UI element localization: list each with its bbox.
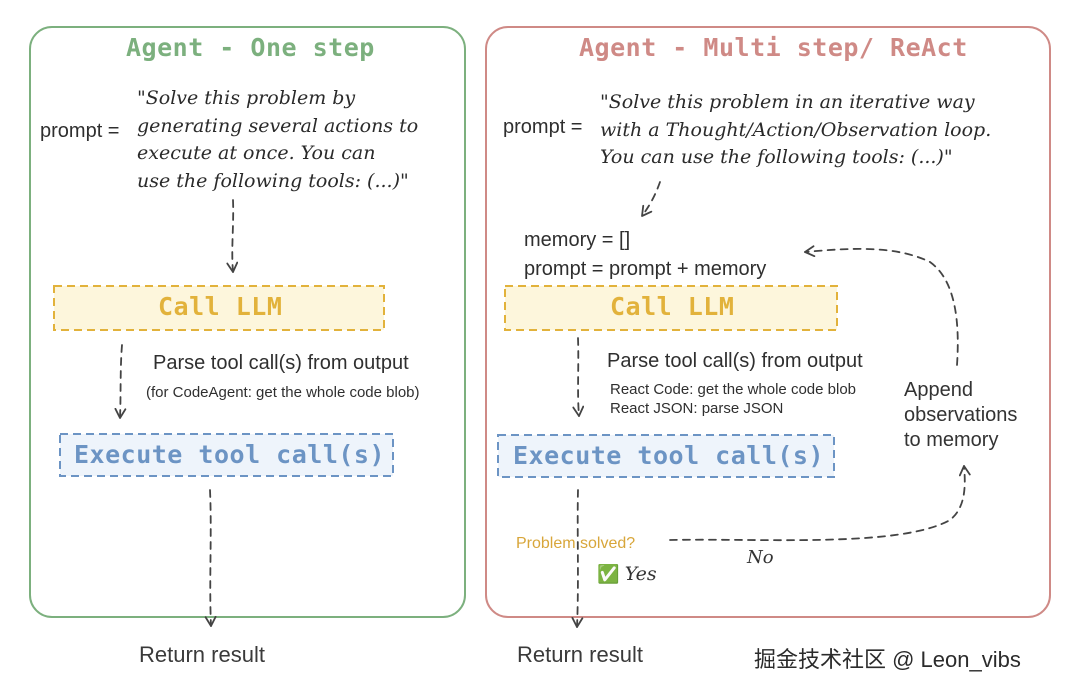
right-parse-label: Parse tool call(s) from output [607, 350, 863, 372]
right-return-result: Return result [517, 642, 643, 667]
left-execute-box [59, 433, 394, 477]
left-panel [29, 26, 466, 618]
check-icon: ✅ [597, 564, 620, 584]
left-parse-label: Parse tool call(s) from output [153, 352, 409, 374]
left-return-result: Return result [139, 642, 265, 667]
no-label: No [747, 547, 774, 568]
right-prompt-label: prompt = [503, 116, 583, 138]
left-panel-title: Agent - One step [126, 33, 375, 62]
right-arrow-llm-to-execute [572, 337, 585, 417]
append-observations-label: Append observations to memory [904, 379, 1018, 451]
left-call-llm-label: Call LLM [158, 292, 283, 321]
left-parse-note: (for CodeAgent: get the whole code blob) [146, 384, 420, 401]
right-prompt-text: "Solve this problem in an iterative way … [600, 91, 992, 168]
right-execute-box [497, 434, 835, 478]
yes-label: Yes [624, 563, 657, 585]
right-call-llm-box [504, 285, 838, 331]
memory-init: memory = [] [524, 229, 631, 251]
left-arrow-execute-to-result [204, 489, 217, 627]
yes-row: ✅ Yes [597, 563, 657, 586]
right-panel-title: Agent - Multi step/ ReAct [579, 33, 968, 62]
react-code-note: React Code: get the whole code blob [610, 381, 856, 398]
left-arrow-prompt-to-llm [226, 199, 239, 273]
right-arrow-prompt-to-memory [641, 181, 661, 217]
watermark: 掘金技术社区 @ Leon_vibs [754, 647, 1021, 672]
right-call-llm-label: Call LLM [610, 292, 735, 321]
left-execute-label: Execute tool call(s) [74, 440, 386, 469]
right-execute-label: Execute tool call(s) [513, 441, 825, 470]
right-arrow-execute-to-result [571, 489, 584, 628]
left-prompt-label: prompt = [40, 120, 120, 142]
right-arrow-append-to-memory [804, 245, 959, 366]
right-arrow-no-to-append [669, 465, 971, 542]
left-arrow-llm-to-execute [114, 344, 127, 419]
left-prompt-text: "Solve this problem by generating severa… [137, 87, 419, 192]
problem-solved-label: Problem solved? [516, 535, 636, 552]
react-json-note: React JSON: parse JSON [610, 400, 784, 417]
prompt-plus-memory: prompt = prompt + memory [524, 258, 767, 280]
right-panel [485, 26, 1051, 618]
left-call-llm-box [53, 285, 385, 331]
